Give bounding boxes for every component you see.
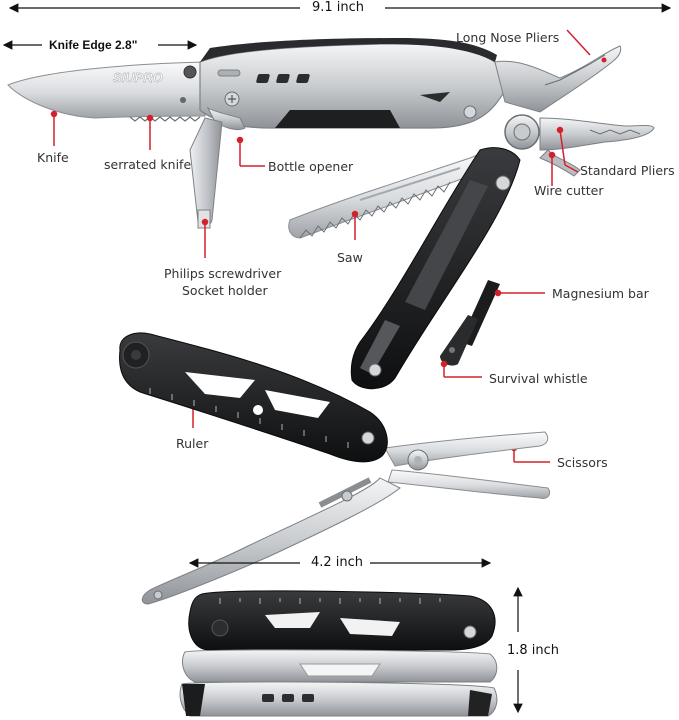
label-survival-whistle: Survival whistle <box>489 371 588 386</box>
knife-blade <box>7 61 206 119</box>
closed-multitool <box>179 590 498 717</box>
magnesium-bar-tool <box>440 280 500 366</box>
label-serrated-knife: serrated knife <box>104 157 192 172</box>
saw-blade <box>288 149 496 239</box>
label-magnesium-bar: Magnesium bar <box>552 286 649 301</box>
ruler-handle <box>119 332 388 463</box>
label-wire-cutter: Wire cutter <box>534 183 604 198</box>
label-knife: Knife <box>37 150 69 165</box>
label-saw: Saw <box>337 250 363 265</box>
closed-length-label: 4.2 inch <box>311 555 364 570</box>
label-standard-pliers: Standard Pliers <box>580 163 675 178</box>
ruler-scissors-tool <box>119 332 551 605</box>
scissors-handle-lower <box>141 477 401 605</box>
label-long-nose-pliers: Long Nose Pliers <box>456 30 560 45</box>
overall-length-label: 9.1 inch <box>312 0 365 15</box>
scissors-blade-lower <box>387 469 551 499</box>
open-multitool: SIUPRO <box>7 38 655 390</box>
label-scissors: Scissors <box>557 455 608 470</box>
label-ruler: Ruler <box>176 436 209 451</box>
closed-bottom-handle <box>179 681 498 717</box>
brand-logo: SIUPRO <box>113 70 163 85</box>
label-philips-screwdriver: Philips screwdriver <box>164 266 282 281</box>
closed-height-label: 1.8 inch <box>507 643 560 658</box>
long-nose-pliers-jaw-upper <box>494 45 622 113</box>
knife-edge-label: Knife Edge 2.8" <box>49 38 138 52</box>
label-socket-holder: Socket holder <box>182 283 268 298</box>
label-bottle-opener: Bottle opener <box>268 159 354 174</box>
wire-cutter-jaw <box>539 149 581 177</box>
standard-pliers-jaw-lower <box>539 117 655 151</box>
